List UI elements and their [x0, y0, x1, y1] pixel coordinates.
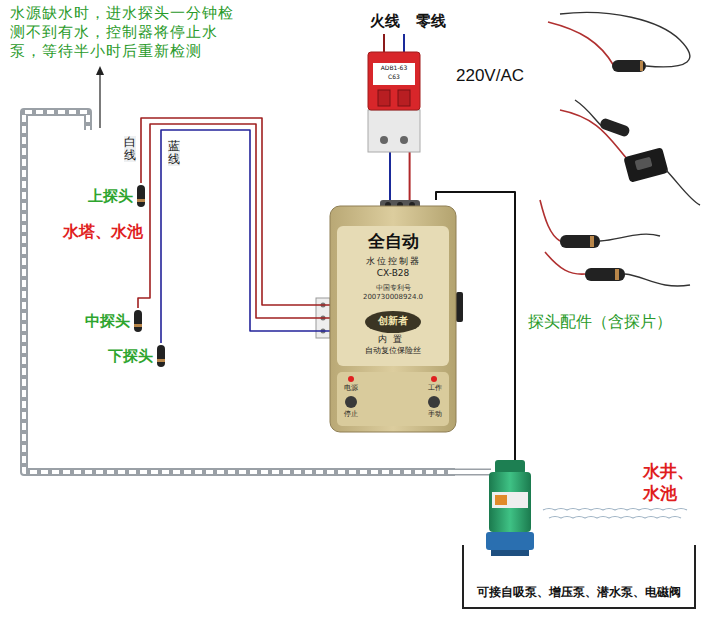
neutral-wire	[403, 34, 405, 52]
leader-arrowhead	[96, 66, 104, 75]
node-label: 200730008924.0	[330, 293, 456, 301]
live-wire	[383, 34, 385, 52]
probe-accessories	[540, 12, 700, 286]
wire-label: 零线	[416, 12, 446, 31]
circuit-breaker: ADB1-63C63	[368, 52, 420, 152]
wire-label: 白线	[124, 136, 136, 162]
accessory-caption: 探头配件（含探片）	[528, 312, 672, 333]
probe-label: 上探头	[88, 187, 133, 206]
node-label: 全自动	[330, 232, 456, 252]
probe-label: 中探头	[85, 312, 130, 331]
node-label: 水塔、水池	[63, 222, 143, 243]
wire	[138, 124, 330, 318]
supply-wire	[389, 152, 391, 200]
node-label: 电源	[334, 384, 368, 392]
tank-outline	[30, 130, 190, 432]
water-well: 水井、水池可接自吸泵、增压泵、潜水泵、电磁阀	[455, 452, 703, 612]
node-label: CX-B28	[330, 268, 456, 278]
water-tower: 水塔、水池 上探头中探头下探头	[30, 130, 190, 432]
level-probe: 下探头	[108, 343, 166, 369]
level-controller: 全自动水位控制器 CX-B28 中国专利号200730008924.0 创新者内置自动…	[330, 200, 456, 432]
node-label: 水位控制器	[330, 256, 456, 266]
node-label: 可接自吸泵、增压泵、潜水泵、电磁阀	[455, 586, 703, 600]
probe-capsule	[133, 308, 143, 334]
node-label: 手动	[418, 410, 452, 418]
note-text: 水源缺水时，进水探头一分钟检测不到有水，控制器将停止水泵，等待半小时后重新检测	[10, 4, 246, 60]
leader-line	[99, 73, 100, 128]
voltage-label: 220V/AC	[456, 66, 524, 86]
side-switch	[456, 292, 463, 322]
node-label: 水井、水池	[643, 460, 703, 504]
wire	[161, 130, 330, 343]
probe-capsule	[136, 183, 146, 209]
wire-label: 蓝线	[168, 140, 180, 166]
wire	[409, 152, 411, 200]
node-label: 创新者	[330, 315, 456, 327]
node-label: 中国专利号	[330, 284, 456, 292]
wire-label: 火线	[370, 12, 400, 31]
node-label: C63	[368, 74, 420, 81]
probe-capsule	[156, 343, 166, 369]
level-probe: 上探头	[88, 183, 146, 209]
water-pipe	[24, 112, 455, 472]
node-label: ADB1-63	[368, 65, 420, 72]
probe-label: 下探头	[108, 347, 153, 366]
level-probe: 中探头	[85, 308, 143, 334]
node-label: 工作	[418, 384, 452, 392]
node-label: 停止	[334, 410, 368, 418]
wire	[141, 118, 330, 305]
node-label: 内置	[330, 334, 456, 344]
node-label: 自动复位保险丝	[330, 346, 456, 355]
pipe-bore	[24, 112, 455, 472]
